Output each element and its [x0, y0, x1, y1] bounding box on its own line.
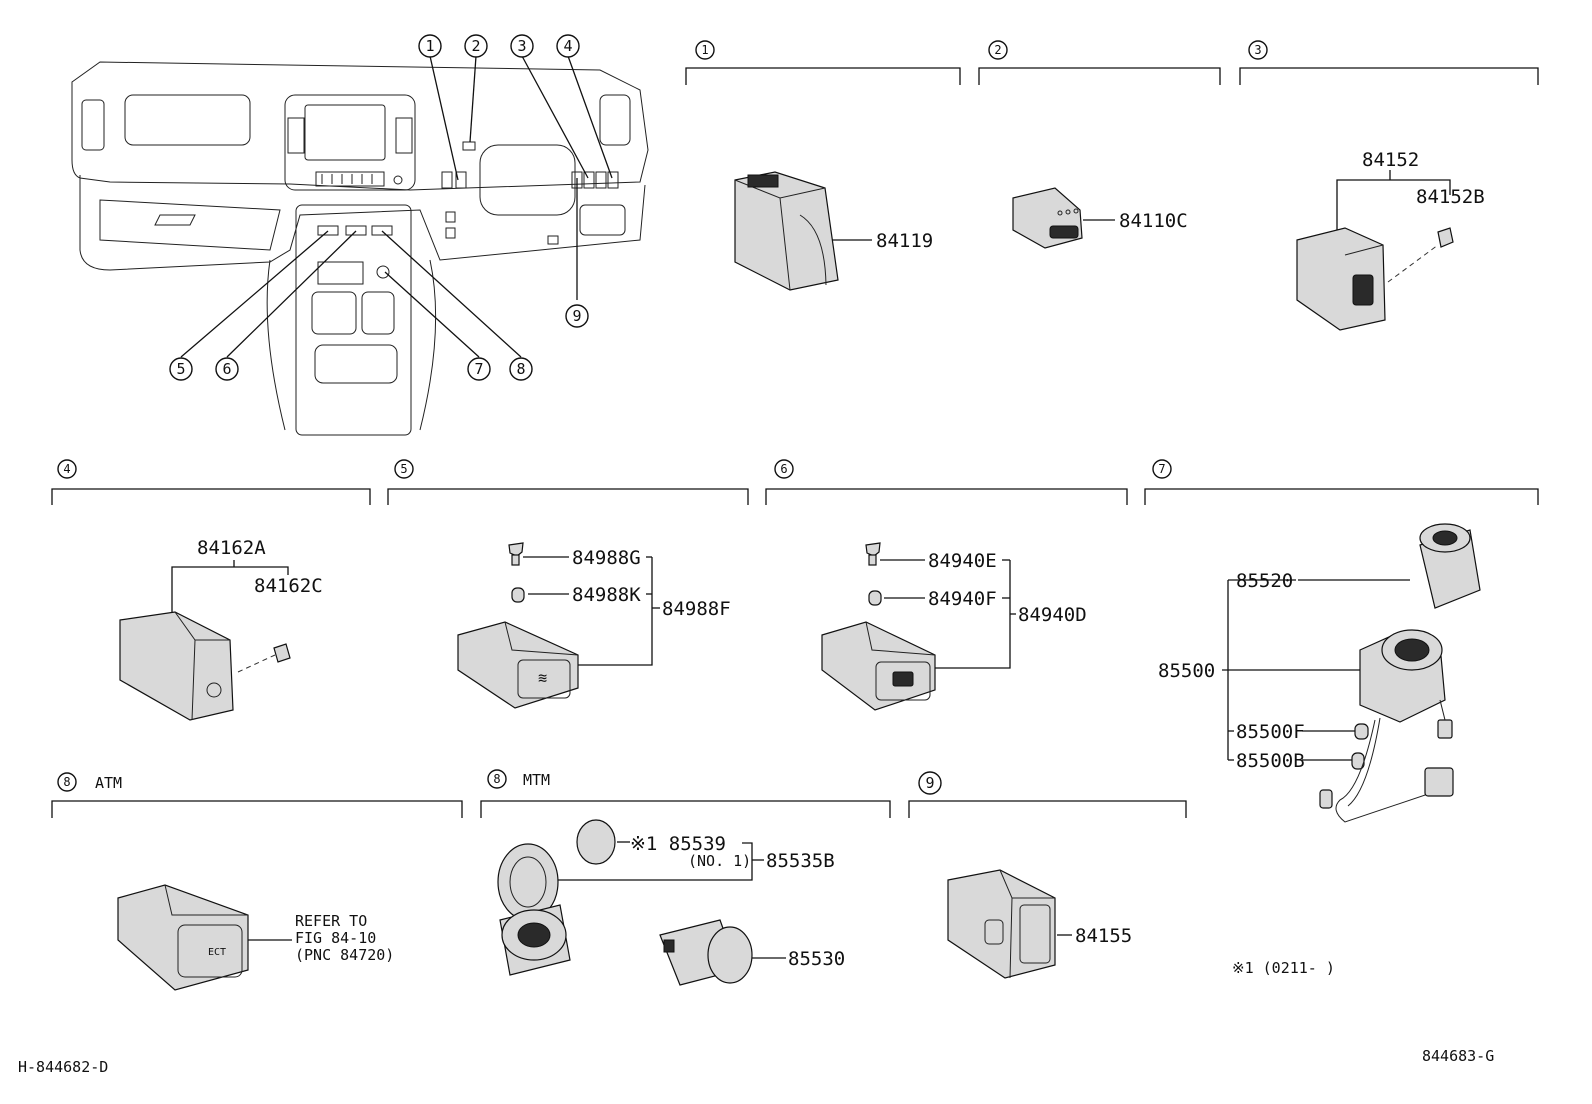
- label-84110c: 84110C: [1119, 210, 1188, 232]
- callout-9: 9: [565, 304, 589, 328]
- svg-text:1: 1: [425, 37, 434, 55]
- svg-text:5: 5: [400, 462, 407, 476]
- label-85535b: 85535B: [766, 850, 835, 872]
- part-84162a-switch: 84162A 84162C: [119, 537, 323, 721]
- part-mtm-lighter: ※1 85539 (NO. 1) 85535B 85530: [497, 819, 845, 986]
- vsc-off-glyph: ≋: [538, 669, 547, 687]
- code-right: 844683-G: [1422, 1047, 1494, 1065]
- section-5-header: 5: [387, 459, 749, 505]
- callout-7: 7: [467, 357, 491, 381]
- label-84152: 84152: [1362, 149, 1419, 171]
- svg-text:7: 7: [1158, 462, 1165, 476]
- callout-5: 5: [169, 357, 193, 381]
- refer-line-1: REFER TO: [295, 912, 367, 930]
- label-85500b: 85500B: [1236, 750, 1305, 772]
- callout-2: 2: [464, 34, 488, 58]
- label-84155: 84155: [1075, 925, 1132, 947]
- label-84988g: 84988G: [572, 547, 641, 569]
- svg-text:9: 9: [925, 774, 934, 792]
- svg-text:4: 4: [563, 37, 572, 55]
- refer-line-2: FIG 84-10: [295, 929, 376, 947]
- svg-text:4: 4: [63, 462, 70, 476]
- code-left: H-844682-D: [18, 1058, 108, 1076]
- label-84162a: 84162A: [197, 537, 266, 559]
- callout-1: 1: [418, 34, 442, 58]
- svg-text:5: 5: [176, 360, 185, 378]
- part-84110c-switch: 84110C: [1012, 187, 1188, 249]
- refer-line-3: (PNC 84720): [295, 946, 394, 964]
- svg-text:8: 8: [63, 775, 70, 789]
- section-9-header: 9: [908, 771, 1187, 818]
- section-8-mtm-header: 8 MTM: [480, 769, 891, 818]
- atm-switch-text: ECT: [208, 947, 226, 958]
- mtm-label: MTM: [523, 771, 550, 789]
- section-7-header: 7: [1144, 459, 1539, 505]
- svg-text:7: 7: [474, 360, 483, 378]
- part-atm-switch: ECT REFER TO FIG 84-10 (PNC 84720): [117, 884, 394, 991]
- label-85520: 85520: [1236, 570, 1293, 592]
- label-84119: 84119: [876, 230, 933, 252]
- part-84940d-switch: 84940E 84940F 84940D: [821, 542, 1087, 711]
- svg-text:8: 8: [493, 772, 500, 786]
- section-1-header: 1: [685, 40, 961, 85]
- section-4-header: 4: [51, 459, 371, 505]
- section-2-header: 2: [978, 40, 1221, 85]
- label-85539: ※1 85539: [630, 833, 726, 855]
- svg-text:3: 3: [517, 37, 526, 55]
- label-84152b: 84152B: [1416, 186, 1485, 208]
- callout-6: 6: [215, 357, 239, 381]
- svg-text:6: 6: [780, 462, 787, 476]
- svg-text:2: 2: [471, 37, 480, 55]
- callout-3: 3: [510, 34, 534, 58]
- section-6-header: 6: [765, 459, 1128, 505]
- svg-text:6: 6: [222, 360, 231, 378]
- footnote-text: ※1 (0211- ): [1232, 959, 1335, 977]
- svg-text:3: 3: [1254, 43, 1261, 57]
- label-84988k: 84988K: [572, 584, 641, 606]
- dashboard-overview: 1 2 3 4 9 5 6 7 8: [71, 34, 649, 436]
- svg-text:8: 8: [516, 360, 525, 378]
- part-85500-lighter: 85520 85500 85500F 85500B: [1158, 523, 1481, 823]
- svg-text:2: 2: [994, 43, 1001, 57]
- label-85539-sub: (NO. 1): [688, 852, 751, 870]
- part-84152-switch: 84152 84152B: [1296, 149, 1485, 331]
- callout-8: 8: [509, 357, 533, 381]
- svg-text:1: 1: [701, 43, 708, 57]
- label-84940e: 84940E: [928, 550, 997, 572]
- label-84940f: 84940F: [928, 588, 997, 610]
- callout-4: 4: [556, 34, 580, 58]
- svg-text:9: 9: [572, 307, 581, 325]
- label-85500: 85500: [1158, 660, 1215, 682]
- label-84988f: 84988F: [662, 598, 731, 620]
- section-3-header: 3: [1239, 40, 1539, 85]
- part-84988f-switch: 84988G 84988K 84988F ≋: [457, 542, 731, 709]
- section-8-atm-header: 8 ATM: [51, 772, 463, 818]
- label-84940d: 84940D: [1018, 604, 1087, 626]
- atm-label: ATM: [95, 774, 122, 792]
- label-85530: 85530: [788, 948, 845, 970]
- label-85500f: 85500F: [1236, 721, 1305, 743]
- part-84119-switch: 84119: [734, 171, 933, 291]
- part-84155-switch: 84155: [947, 869, 1132, 979]
- label-84162c: 84162C: [254, 575, 323, 597]
